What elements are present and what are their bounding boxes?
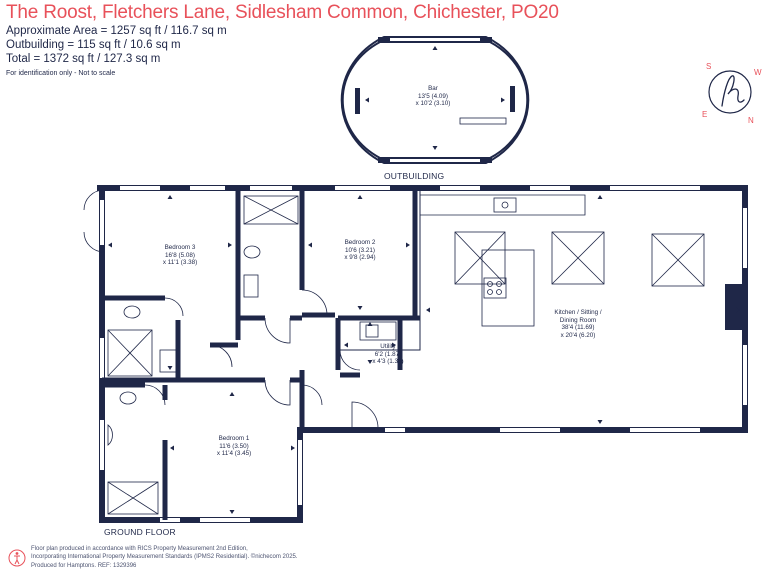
- room-dimension: x 4'3 (1.30): [372, 358, 404, 366]
- room-name: Bedroom 2: [344, 239, 376, 246]
- outbuilding-label: OUTBUILDING: [384, 171, 445, 181]
- room-dimension: x 10'2 (3.10): [415, 100, 451, 108]
- compass-s: S: [706, 62, 712, 71]
- compass-e: E: [702, 110, 708, 119]
- room-name-continued: Dining Room: [559, 316, 597, 324]
- room-bedroom-1: Bedroom 1 11'6 (3.50) x 11'4 (3.45): [217, 435, 251, 458]
- room-dimension: x 20'4 (6.20): [560, 331, 596, 339]
- accessibility-icon: [8, 549, 26, 567]
- room-dimension: 10'6 (3.21): [345, 246, 375, 254]
- outbuilding-area: Outbuilding = 115 sq ft / 10.6 sq m: [6, 39, 181, 51]
- compass-n: N: [748, 116, 754, 125]
- approximate-area: Approximate Area = 1257 sq ft / 116.7 sq…: [6, 25, 227, 37]
- room-name: Bedroom 1: [218, 435, 250, 442]
- page-title: The Roost, Fletchers Lane, Sidlesham Com…: [6, 2, 559, 23]
- room-utility: Utility 6'2 (1.87) x 4'3 (1.30): [372, 343, 403, 366]
- room-dimension: 38'4 (11.69): [561, 324, 595, 332]
- footer-line: Floor plan produced in accordance with R…: [31, 546, 248, 552]
- room-bar: Bar 13'5 (4.09) x 10'2 (3.10): [416, 85, 451, 108]
- room-dimension: x 11'4 (3.45): [216, 450, 252, 458]
- total-area: Total = 1372 sq ft / 127.3 sq m: [6, 53, 161, 65]
- room-dimension: x 11'1 (3.38): [162, 259, 198, 267]
- room-bedroom-3: Bedroom 3 16'8 (5.08) x 11'1 (3.38): [163, 244, 197, 267]
- h-monogram-icon: [708, 70, 752, 114]
- room-name: Kitchen / Sitting /: [554, 309, 602, 316]
- footer-line: Incorporating International Property Mea…: [31, 554, 298, 561]
- room-dimension: 11'6 (3.50): [219, 442, 249, 450]
- room-dimension: 13'5 (4.09): [418, 92, 448, 100]
- room-dimension: 6'2 (1.87): [374, 350, 402, 358]
- room-name: Bar: [428, 85, 438, 92]
- room-name: Bedroom 3: [164, 244, 196, 251]
- ground-floor-label: GROUND FLOOR: [104, 527, 176, 537]
- ground-floor-walls: [97, 185, 748, 523]
- room-dimension: 16'8 (5.08): [165, 251, 195, 259]
- room-kitchen-sitting-dining: Kitchen / Sitting / Dining Room 38'4 (11…: [554, 309, 601, 339]
- room-bedroom-2: Bedroom 2 10'6 (3.21) x 9'8 (2.94): [344, 239, 375, 262]
- footer-line: Produced for Hamptons. REF: 1329396: [31, 562, 137, 569]
- compass-logo: S W E N: [700, 62, 762, 125]
- scale-note: For identification only - Not to scale: [6, 70, 116, 77]
- room-name: Utility: [380, 343, 396, 350]
- compass-w: W: [754, 68, 762, 77]
- outbuilding-shape: [340, 36, 530, 164]
- footer-notes: Floor plan produced in accordance with R…: [31, 545, 298, 570]
- room-dimension: x 9'8 (2.94): [344, 254, 376, 262]
